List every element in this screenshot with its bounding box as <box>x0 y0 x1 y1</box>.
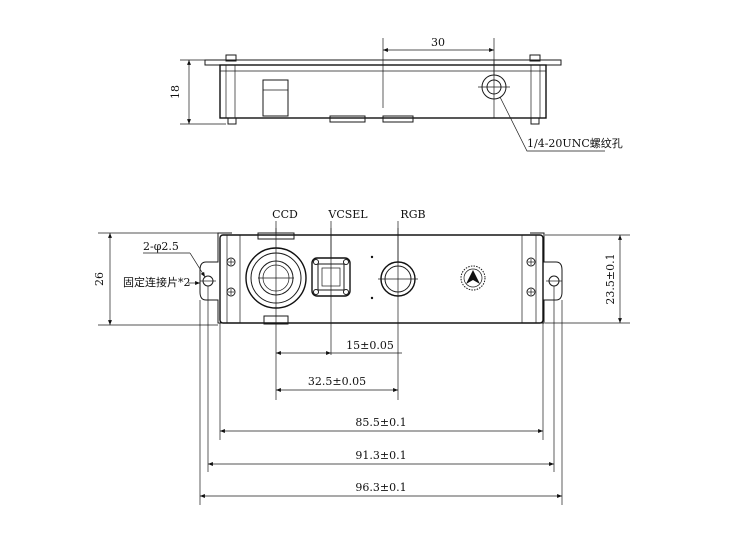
dim-hole-spacing: 91.3±0.1 <box>355 449 406 462</box>
top-dim-height: 18 <box>169 85 182 99</box>
label-vcsel: VCSEL <box>327 208 368 221</box>
brand-logo-icon <box>460 265 486 291</box>
screw-icon <box>226 257 536 297</box>
top-view: 30 18 1/4-20UNC螺纹孔 <box>169 36 623 152</box>
top-lens-barrel <box>262 79 289 117</box>
thread-note: 1/4-20UNC螺纹孔 <box>527 136 623 150</box>
dim-ccd-rgb: 32.5±0.05 <box>308 375 366 388</box>
right-bracket <box>530 232 563 324</box>
label-ccd: CCD <box>272 208 298 221</box>
ccd-lens-icon <box>245 228 307 400</box>
front-view: CCD VCSEL RGB 2-φ2.5 固定连接片*2 26 23.5±0.1… <box>93 208 630 505</box>
dim-body-length: 85.5±0.1 <box>355 416 406 429</box>
label-rgb: RGB <box>400 208 425 221</box>
bracket-note: 固定连接片*2 <box>123 275 191 289</box>
dim-total-length: 96.3±0.1 <box>355 481 406 494</box>
hole-note: 2-φ2.5 <box>143 240 179 253</box>
dim-height-body: 23.5±0.1 <box>604 253 617 304</box>
dim-height-total: 26 <box>93 272 106 286</box>
dim-ccd-vcsel: 15±0.05 <box>346 339 394 352</box>
top-dim-width: 30 <box>431 36 445 49</box>
